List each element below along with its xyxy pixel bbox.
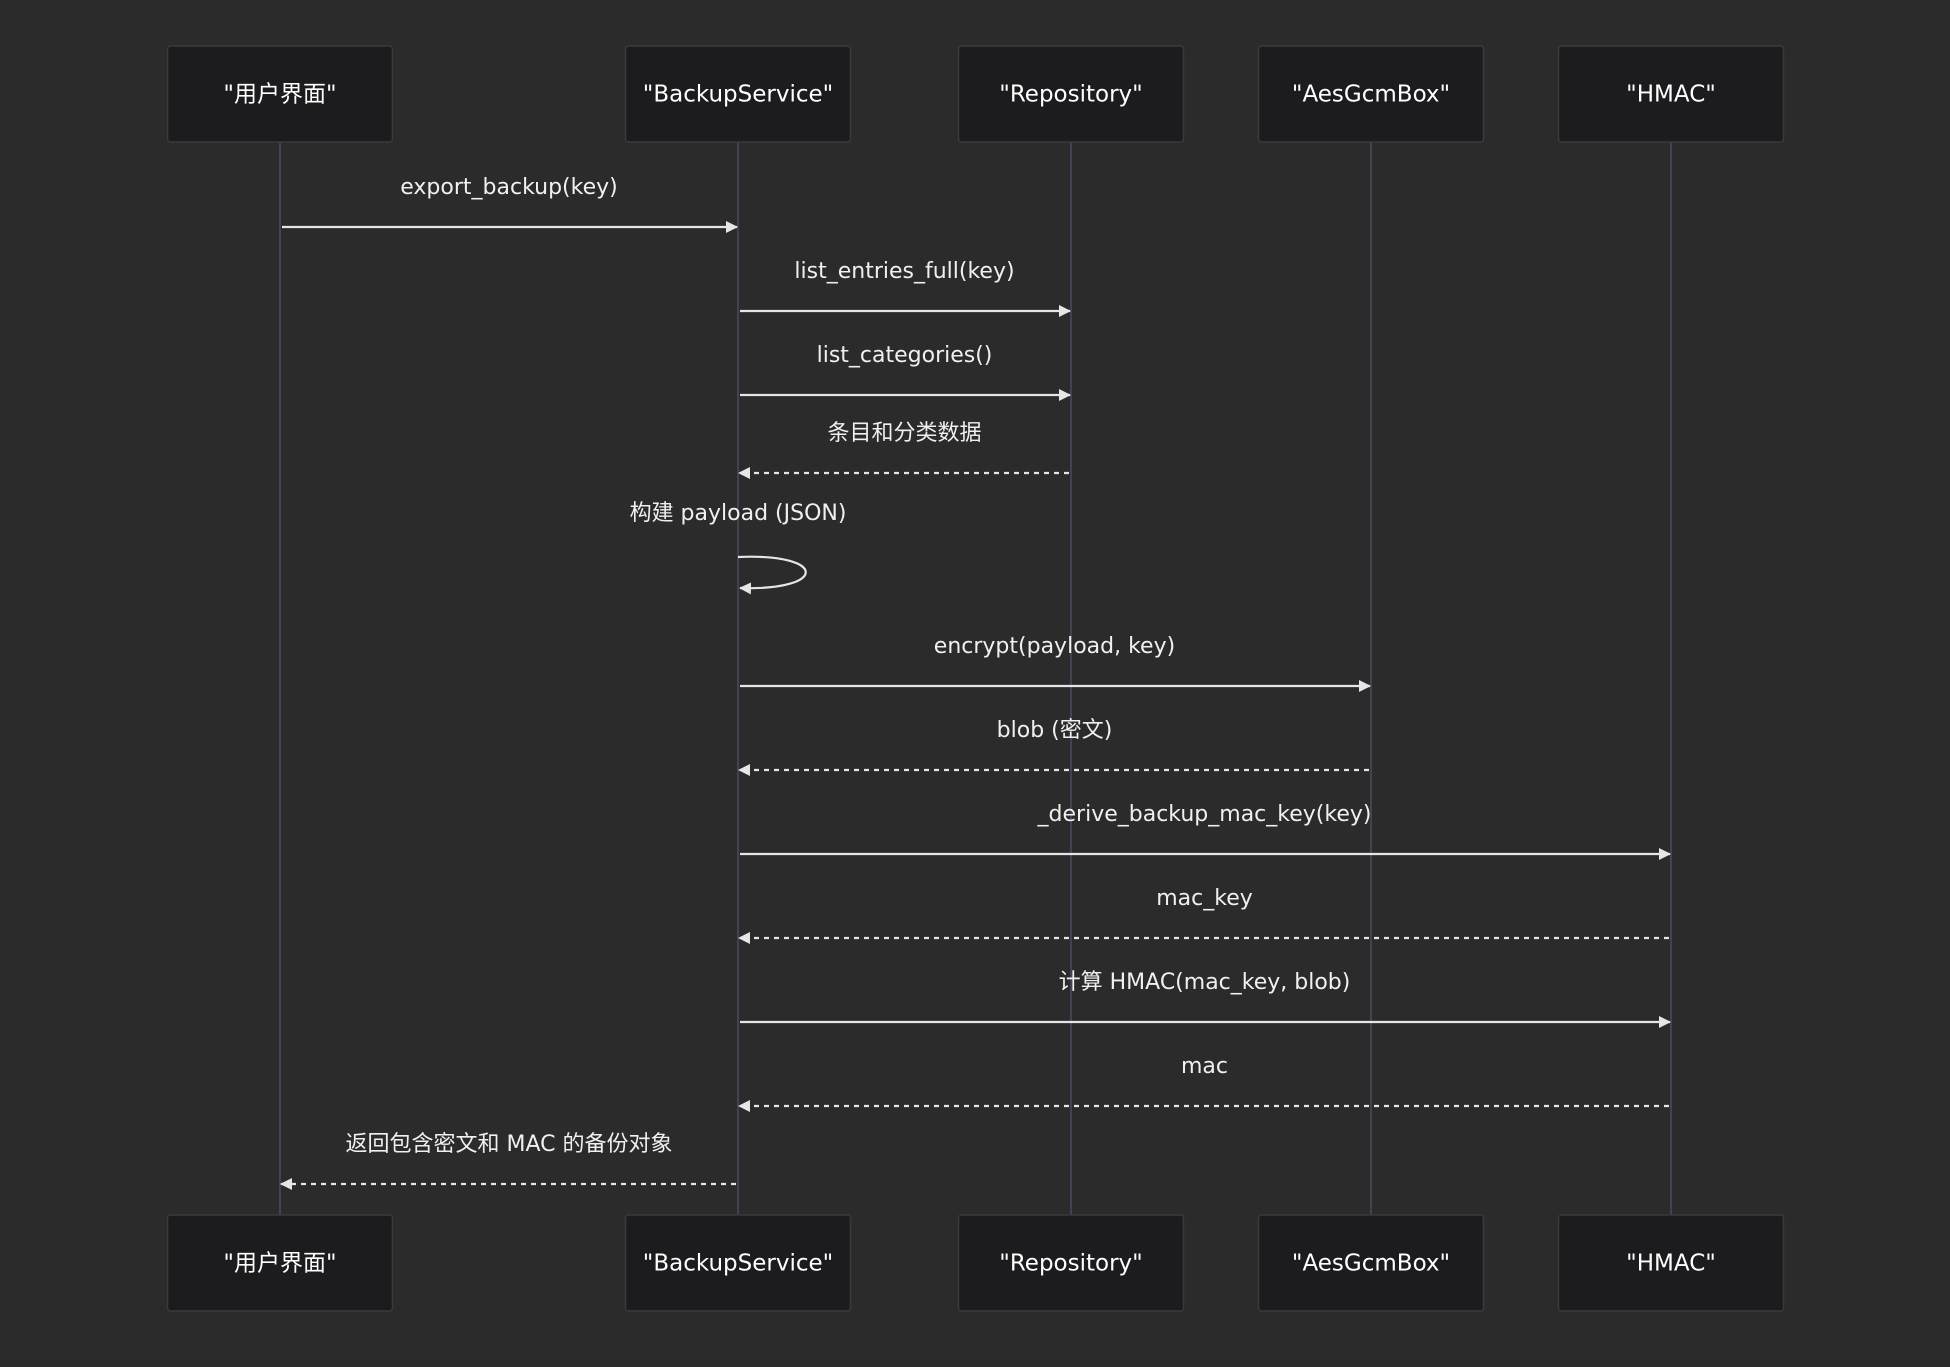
actor-aes-bottom: "AesGcmBox" — [1257, 1214, 1485, 1312]
actor-repo-top: "Repository" — [957, 45, 1185, 143]
message-label: 计算 HMAC(mac_key, blob) — [1059, 970, 1351, 995]
message-label: 返回包含密文和 MAC 的备份对象 — [346, 1132, 673, 1157]
actor-box — [624, 45, 852, 143]
actor-box — [166, 45, 394, 143]
actor-box — [1557, 1214, 1785, 1312]
message-label: encrypt(payload, key) — [934, 634, 1175, 659]
lifelines — [279, 142, 1672, 1215]
actor-box — [1557, 45, 1785, 143]
message-label: _derive_backup_mac_key(key) — [1037, 802, 1372, 827]
actor-label: "HMAC" — [1626, 82, 1716, 108]
actor-label: "AesGcmBox" — [1292, 82, 1450, 108]
actor-aes-top: "AesGcmBox" — [1257, 45, 1485, 143]
actors-top: "用户界面" "BackupService" "Repository" "AesGcm… — [166, 45, 1785, 143]
message-8: _derive_backup_mac_key(key) — [740, 802, 1671, 860]
message-7: blob (密文) — [738, 718, 1369, 776]
message-9: mac_key — [738, 886, 1669, 944]
actor-ui-bottom: "用户界面" — [166, 1214, 394, 1312]
actor-label: "HMAC" — [1626, 1251, 1716, 1277]
actor-label: "BackupService" — [643, 82, 833, 108]
message-label: mac — [1181, 1054, 1228, 1079]
message-label: 条目和分类数据 — [827, 421, 981, 446]
message-label: list_categories() — [817, 343, 993, 368]
message-6: encrypt(payload, key) — [740, 634, 1371, 692]
actor-label: "Repository" — [999, 82, 1142, 108]
message-12: 返回包含密文和 MAC 的备份对象 — [280, 1132, 736, 1190]
message-label: list_entries_full(key) — [794, 259, 1014, 284]
actor-box — [957, 45, 1185, 143]
actor-label: "用户界面" — [223, 82, 336, 108]
actor-label: "BackupService" — [643, 1251, 833, 1277]
actor-box — [166, 1214, 394, 1312]
message-3: list_categories() — [740, 343, 1071, 401]
message-2: list_entries_full(key) — [740, 259, 1071, 317]
actor-box — [1257, 1214, 1485, 1312]
actors-bottom: "用户界面" "BackupService" "Repository" "AesGcm… — [166, 1214, 1785, 1312]
actor-repo-bottom: "Repository" — [957, 1214, 1185, 1312]
message-label: export_backup(key) — [400, 175, 617, 200]
message-label: mac_key — [1156, 886, 1253, 911]
actor-hmac-top: "HMAC" — [1557, 45, 1785, 143]
messages: export_backup(key) list_entries_full(key)… — [280, 175, 1671, 1190]
message-4: 条目和分类数据 — [738, 421, 1069, 479]
message-11: mac — [738, 1054, 1669, 1112]
actor-ui-top: "用户界面" — [166, 45, 394, 143]
actor-backup-top: "BackupService" — [624, 45, 852, 143]
message-1: export_backup(key) — [282, 175, 738, 233]
actor-label: "AesGcmBox" — [1292, 1251, 1450, 1277]
actor-hmac-bottom: "HMAC" — [1557, 1214, 1785, 1312]
actor-label: "用户界面" — [223, 1251, 336, 1277]
message-5: 构建 payload (JSON) — [630, 501, 847, 595]
message-10: 计算 HMAC(mac_key, blob) — [740, 970, 1671, 1028]
message-label: 构建 payload (JSON) — [630, 501, 847, 526]
actor-box — [1257, 45, 1485, 143]
actor-backup-bottom: "BackupService" — [624, 1214, 852, 1312]
actor-box — [957, 1214, 1185, 1312]
actor-label: "Repository" — [999, 1251, 1142, 1277]
self-message-arrow — [737, 555, 807, 595]
actor-box — [624, 1214, 852, 1312]
message-label: blob (密文) — [997, 718, 1113, 743]
